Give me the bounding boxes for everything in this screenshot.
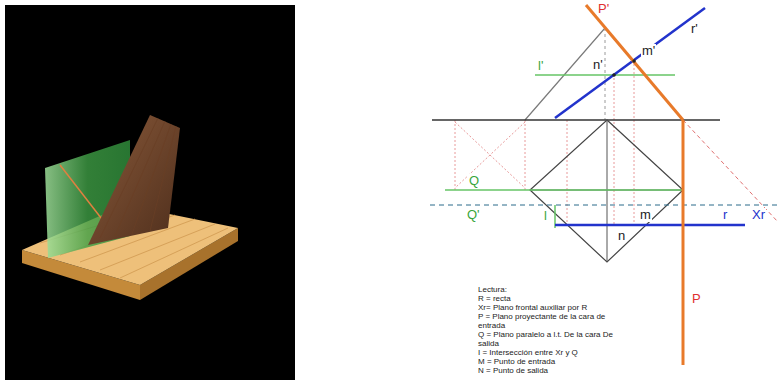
point-label: n [617,229,626,243]
point-label: P' [597,2,610,16]
point-label: m' [641,44,656,58]
legend-text: P = Plano proyectante de la cara de entr… [478,313,610,331]
point-label: Q' [466,208,481,222]
point-label: l' [537,59,544,73]
point-label: Q [468,174,480,188]
geometry-drawing [430,5,780,365]
brown-plane [88,115,180,245]
point-label: r [722,208,728,222]
point-label: n' [592,58,604,72]
point-label: r' [690,22,699,36]
point-label: m [639,208,652,222]
point-label: P [691,292,702,306]
legend-text: N = Punto de salida [478,367,548,376]
legend-text: Q = Plano paralelo a l.t. De la cara De … [478,331,628,349]
render-panel [5,5,295,380]
point-label: Xr [751,208,766,222]
legend-text: R = recta [478,295,511,304]
point-label: l [543,209,548,223]
legend-text: Xr= Plano frontal auxiliar por R [478,304,587,313]
legend-text: M = Punto de entrada [478,358,555,367]
legend-text: Lectura: [478,286,507,295]
legend-text: I = Intersección entre Xr y Q [478,349,578,358]
